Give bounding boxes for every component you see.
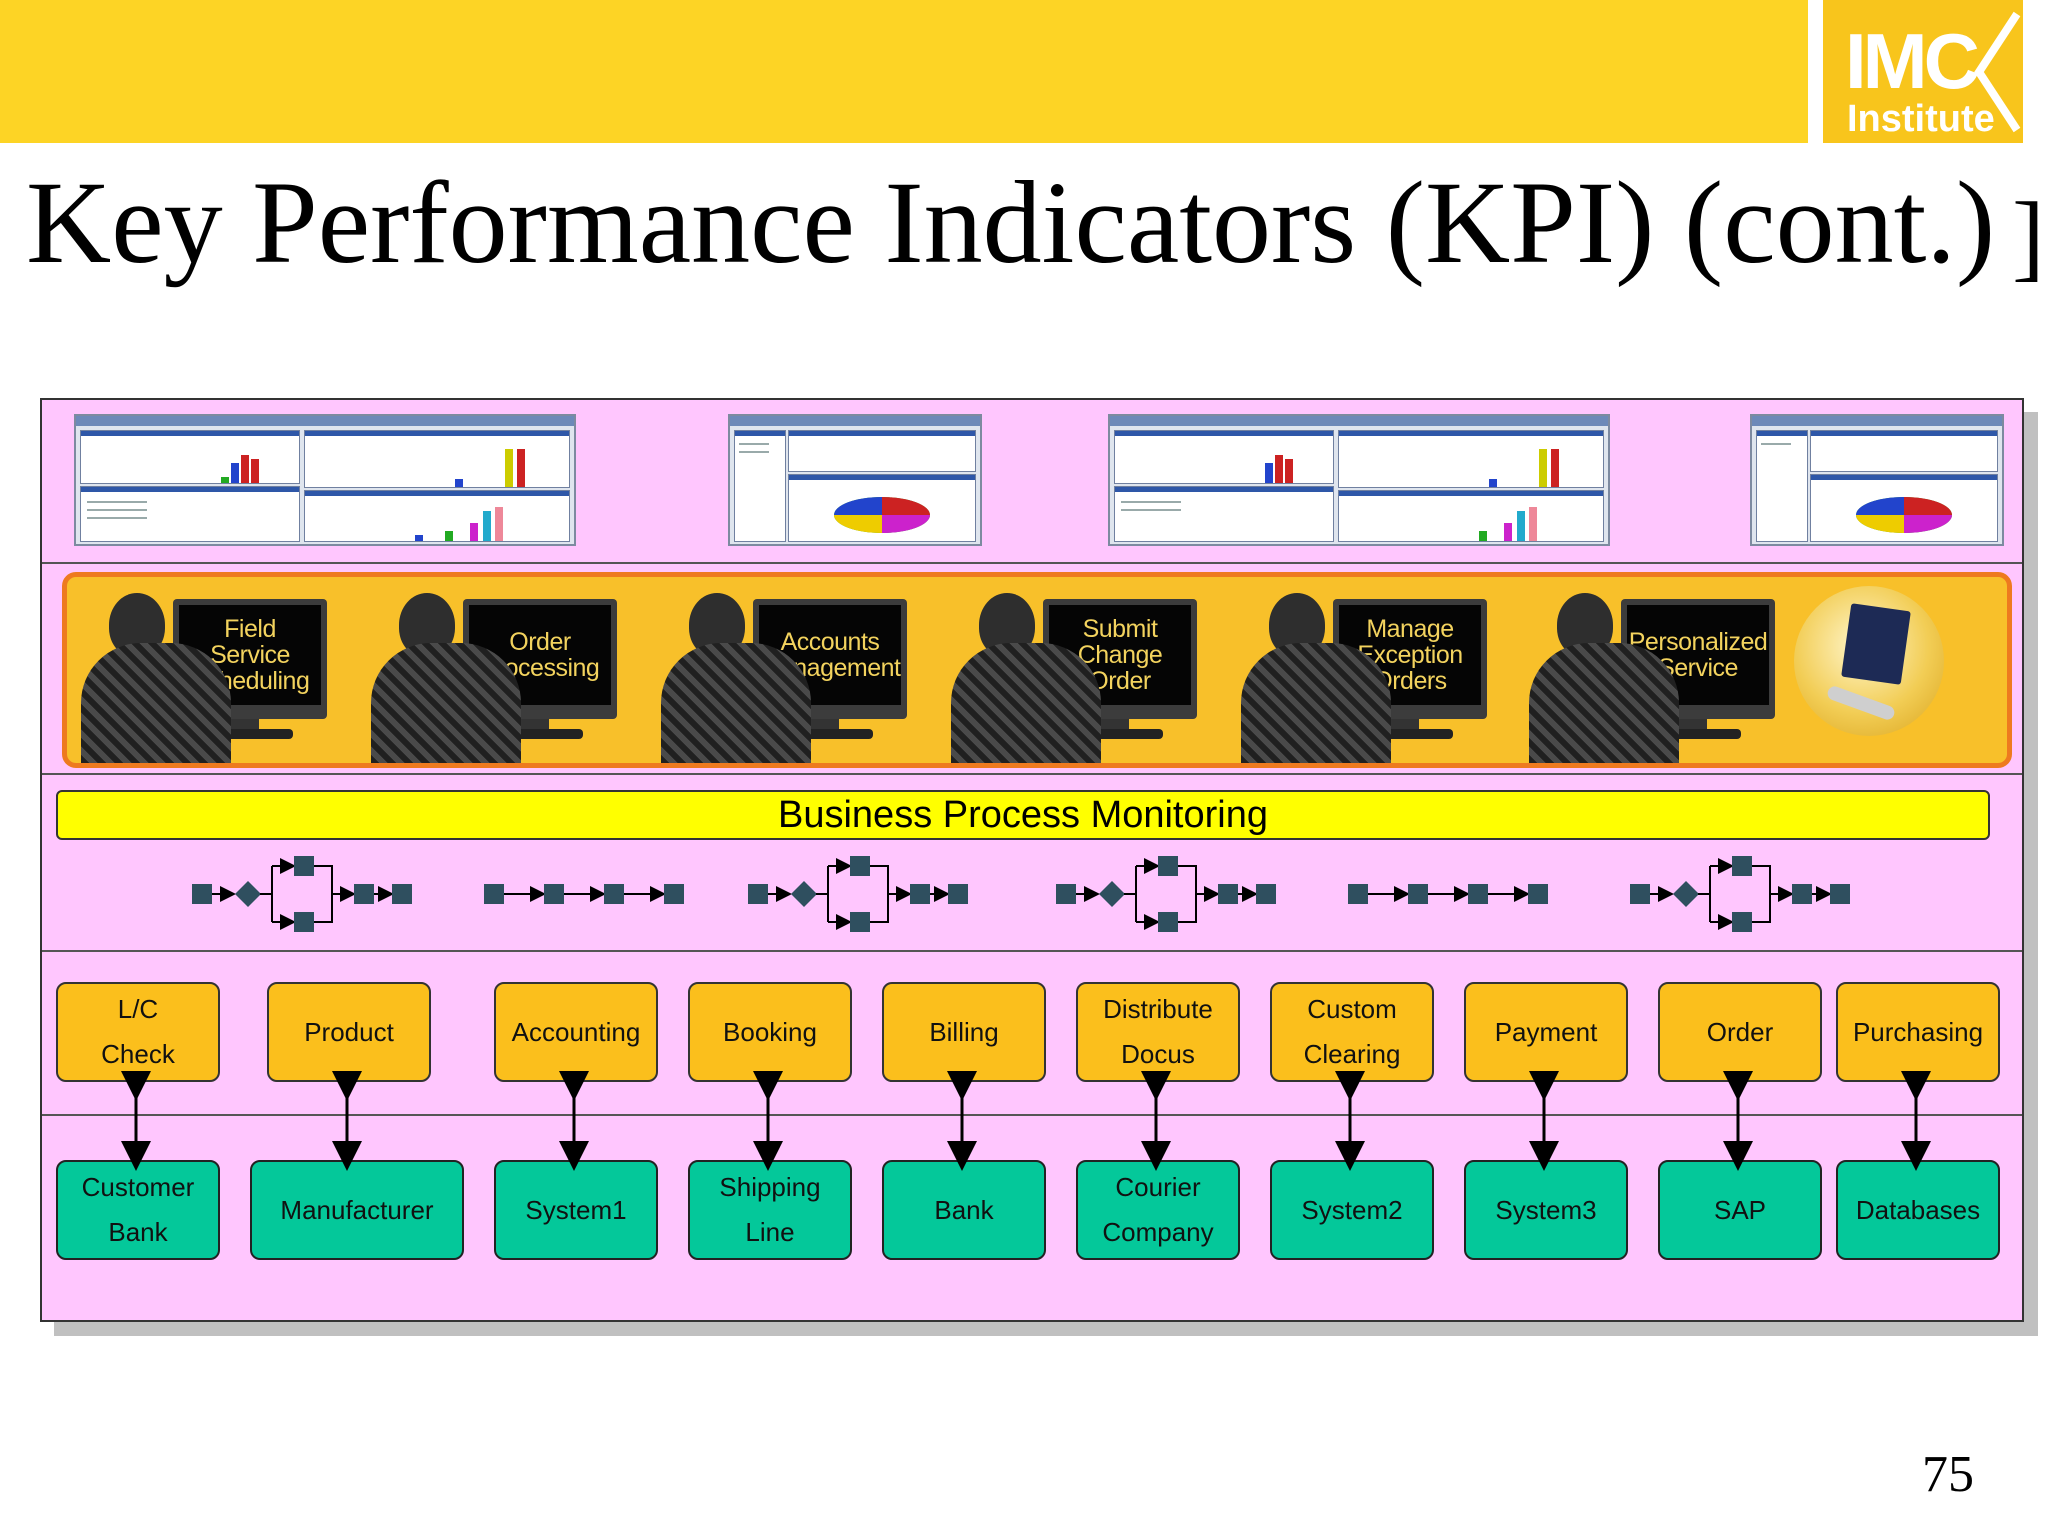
flow-node: [1218, 884, 1238, 904]
flow-node: [850, 912, 870, 932]
flow-node: [1348, 884, 1368, 904]
flow-node: [1408, 884, 1428, 904]
logo-chevron-icon: [1974, 11, 2021, 133]
top-banner: [0, 0, 1808, 143]
divider: [42, 562, 2022, 564]
imc-institute-logo: IMC Institute: [1808, 0, 2048, 143]
dashboard-screenshot: [1108, 414, 1610, 546]
divider: [42, 950, 2022, 952]
flow-node: [1158, 912, 1178, 932]
dashboard-screenshot: [1750, 414, 2004, 546]
page-number: 75: [1922, 1446, 1974, 1503]
divider: [42, 1114, 2022, 1116]
dashboard-screenshot: [74, 414, 576, 546]
system-box: Manufacturer: [250, 1160, 464, 1260]
flow-node: [1056, 884, 1076, 904]
flow-node: [948, 884, 968, 904]
service-box: Accounting: [494, 982, 658, 1082]
flow-node: [392, 884, 412, 904]
flow-node: [1528, 884, 1548, 904]
flow-node: [1792, 884, 1812, 904]
process-flow-icons: [192, 856, 1850, 932]
divider: [42, 773, 2022, 775]
flow-node: [1256, 884, 1276, 904]
business-process-monitoring-bar: Business Process Monitoring: [56, 790, 1990, 840]
flow-node: [1830, 884, 1850, 904]
flow-node: [1630, 884, 1650, 904]
connector-arrows: [121, 1071, 1931, 1171]
bpm-label: Business Process Monitoring: [778, 794, 1268, 836]
flow-node: [748, 884, 768, 904]
flow-node: [354, 884, 374, 904]
system-box: SAP: [1658, 1160, 1822, 1260]
system-box: System1: [494, 1160, 658, 1260]
service-box: Booking: [688, 982, 852, 1082]
service-box: Payment: [1464, 982, 1628, 1082]
service-box: Product: [267, 982, 431, 1082]
flow-node: [484, 884, 504, 904]
flow-decision-node: [1099, 881, 1125, 907]
flow-node: [1158, 856, 1178, 876]
flow-node: [664, 884, 684, 904]
flow-node: [294, 856, 314, 876]
flow-node: [1732, 856, 1752, 876]
flow-decision-node: [791, 881, 817, 907]
service-box: Billing: [882, 982, 1046, 1082]
flow-node: [604, 884, 624, 904]
pie-chart-icon: [1856, 497, 1952, 533]
flow-decision-node: [1673, 881, 1699, 907]
flow-decision-node: [235, 881, 261, 907]
page-title: Key Performance Indicators (KPI) (cont.): [26, 157, 1996, 288]
flow-node: [1732, 912, 1752, 932]
flow-node: [850, 856, 870, 876]
logo-box: IMC Institute: [1823, 0, 2023, 143]
flow-node: [294, 912, 314, 932]
service-box: Order: [1658, 982, 1822, 1082]
pie-chart-icon: [834, 497, 930, 533]
logo-text-imc: IMC: [1845, 17, 1980, 105]
flow-node: [544, 884, 564, 904]
logo-text-institute: Institute: [1847, 98, 1995, 140]
title-trailing-mark: ]: [2012, 183, 2045, 291]
flow-node: [1468, 884, 1488, 904]
dashboard-screenshot: [728, 414, 982, 546]
flow-node: [192, 884, 212, 904]
flow-node: [910, 884, 930, 904]
